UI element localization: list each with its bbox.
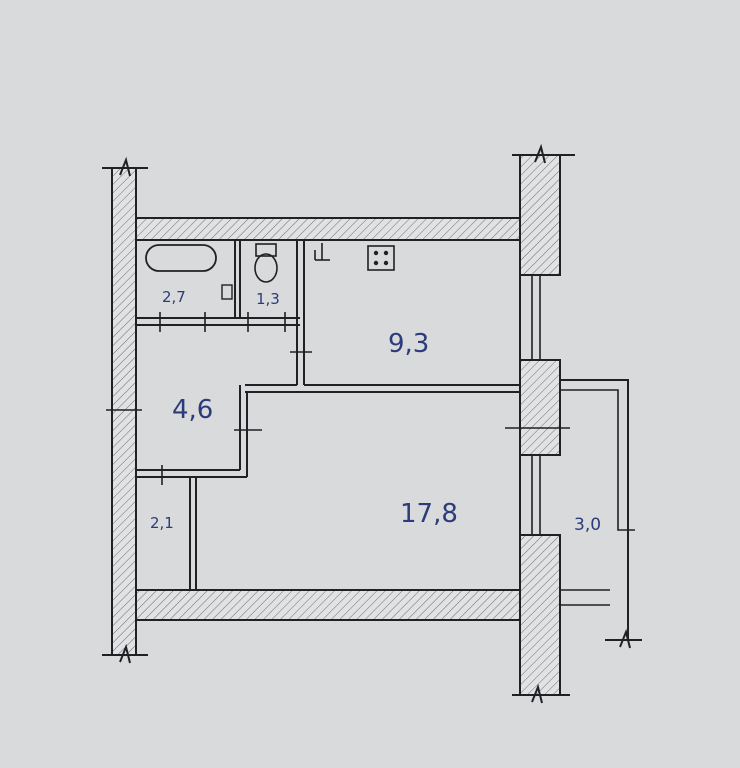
wall-top bbox=[135, 217, 521, 241]
living-room-area: 17,8 bbox=[400, 499, 458, 529]
windows bbox=[505, 275, 570, 535]
door-marks bbox=[106, 312, 312, 485]
interior-walls bbox=[135, 240, 521, 590]
wall-right-upper bbox=[519, 154, 561, 276]
sink-icon bbox=[221, 284, 233, 300]
kitchen-area: 9,3 bbox=[388, 329, 429, 359]
fixtures bbox=[145, 243, 395, 300]
hall-area: 4,6 bbox=[172, 395, 213, 425]
exterior-walls bbox=[111, 154, 561, 696]
wall-right-lower bbox=[519, 534, 561, 696]
toilet-area: 1,3 bbox=[256, 290, 280, 308]
balcony-area: 3,0 bbox=[574, 515, 601, 535]
wall-left bbox=[111, 167, 137, 656]
wall-bottom bbox=[135, 589, 521, 621]
wall-right-mid bbox=[519, 359, 561, 456]
room-labels: 2,7 1,3 9,3 4,6 17,8 2,1 3,0 bbox=[150, 288, 601, 535]
bathroom-area: 2,7 bbox=[162, 288, 186, 306]
toilet-icon bbox=[254, 243, 278, 283]
bathtub-icon bbox=[145, 244, 217, 272]
kitchen-sink-icon bbox=[314, 243, 330, 261]
stove-icon bbox=[367, 245, 395, 271]
storage-area: 2,1 bbox=[150, 514, 174, 532]
balcony-outline bbox=[560, 379, 635, 640]
break-marks bbox=[102, 143, 642, 704]
